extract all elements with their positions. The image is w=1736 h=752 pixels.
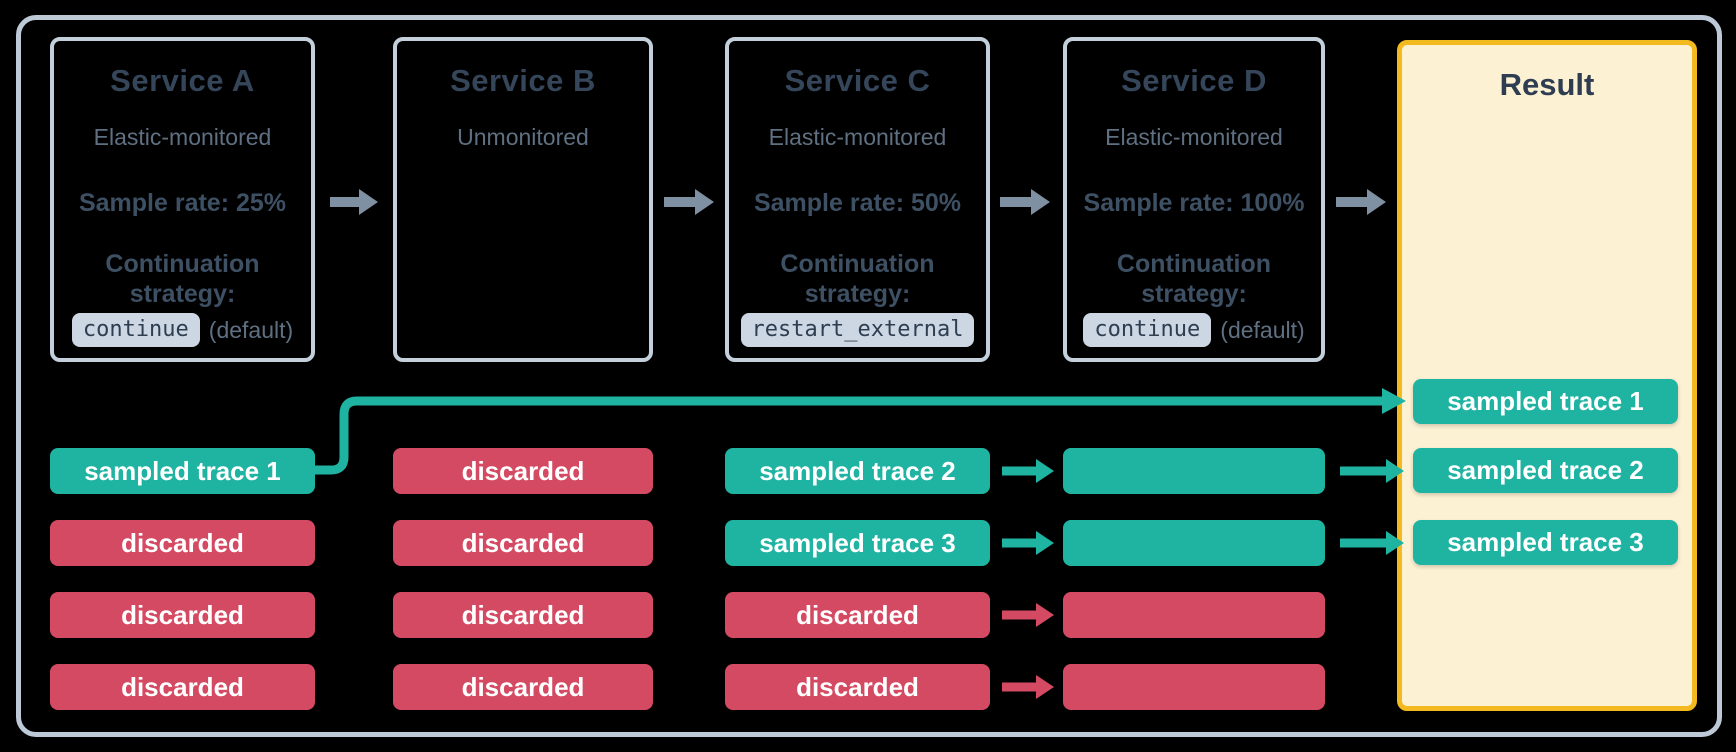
service-b-trace-row-discarded-3: discarded xyxy=(393,592,653,638)
service-d-trace-row-discarded-2 xyxy=(1063,664,1325,710)
service-a-continuation-label: Continuation strategy: xyxy=(105,250,260,308)
service-c-subtitle: Elastic-monitored xyxy=(768,124,947,150)
service-d-trace-row-discarded-1 xyxy=(1063,592,1325,638)
service-c-continuation-label: Continuation strategy: xyxy=(780,250,935,308)
service-c-trace-row-discarded-1: discarded xyxy=(725,592,990,638)
service-c-strategy-chip: restart_external xyxy=(740,313,975,347)
service-d-trace-row-sampled-1 xyxy=(1063,448,1325,494)
service-a-trace-row-discarded-1: discarded xyxy=(50,520,315,566)
service-d-strategy-chip: continue xyxy=(1083,313,1212,347)
service-d-sample-rate: Sample rate: 100% xyxy=(1083,189,1305,217)
service-a-trace-row-discarded-3: discarded xyxy=(50,664,315,710)
service-d-subtitle: Elastic-monitored xyxy=(1105,124,1283,150)
service-d-box: Service D Elastic-monitored Sample rate:… xyxy=(1063,37,1325,362)
service-c-title: Service C xyxy=(784,63,931,98)
service-a-strategy-row: continue (default) xyxy=(54,313,311,347)
service-a-strategy-chip: continue xyxy=(71,313,200,347)
service-d-title: Service D xyxy=(1121,63,1267,98)
service-a-trace-row-discarded-2: discarded xyxy=(50,592,315,638)
service-a-box: Service A Elastic-monitored Sample rate:… xyxy=(50,37,315,362)
service-a-sample-rate: Sample rate: 25% xyxy=(78,189,287,217)
result-trace-sampled-2: sampled trace 2 xyxy=(1413,448,1678,493)
result-box: Result xyxy=(1397,40,1697,711)
service-b-box: Service B Unmonitored xyxy=(393,37,653,362)
service-b-subtitle: Unmonitored xyxy=(457,124,589,150)
service-c-sample-rate: Sample rate: 50% xyxy=(753,189,962,217)
service-d-strategy-default-note: (default) xyxy=(1220,316,1305,343)
service-a-trace-row-sampled-1: sampled trace 1 xyxy=(50,448,315,494)
service-b-trace-row-discarded-2: discarded xyxy=(393,520,653,566)
service-a-title: Service A xyxy=(110,63,255,98)
service-a-strategy-default-note: (default) xyxy=(208,316,294,343)
service-c-trace-row-sampled-3: sampled trace 3 xyxy=(725,520,990,566)
result-trace-sampled-1: sampled trace 1 xyxy=(1413,379,1678,424)
service-b-trace-row-discarded-1: discarded xyxy=(393,448,653,494)
pipeline-container xyxy=(16,15,1722,737)
result-title: Result xyxy=(1499,67,1595,102)
service-b-title: Service B xyxy=(450,63,596,98)
service-c-trace-row-sampled-2: sampled trace 2 xyxy=(725,448,990,494)
service-d-trace-row-sampled-2 xyxy=(1063,520,1325,566)
service-d-continuation-label: Continuation strategy: xyxy=(1116,250,1272,308)
service-c-trace-row-discarded-2: discarded xyxy=(725,664,990,710)
service-d-strategy-row: continue (default) xyxy=(1067,313,1321,347)
result-trace-sampled-3: sampled trace 3 xyxy=(1413,520,1678,565)
service-c-strategy-row: restart_external xyxy=(729,313,986,347)
service-b-trace-row-discarded-4: discarded xyxy=(393,664,653,710)
service-c-box: Service C Elastic-monitored Sample rate:… xyxy=(725,37,990,362)
service-a-subtitle: Elastic-monitored xyxy=(93,124,272,150)
